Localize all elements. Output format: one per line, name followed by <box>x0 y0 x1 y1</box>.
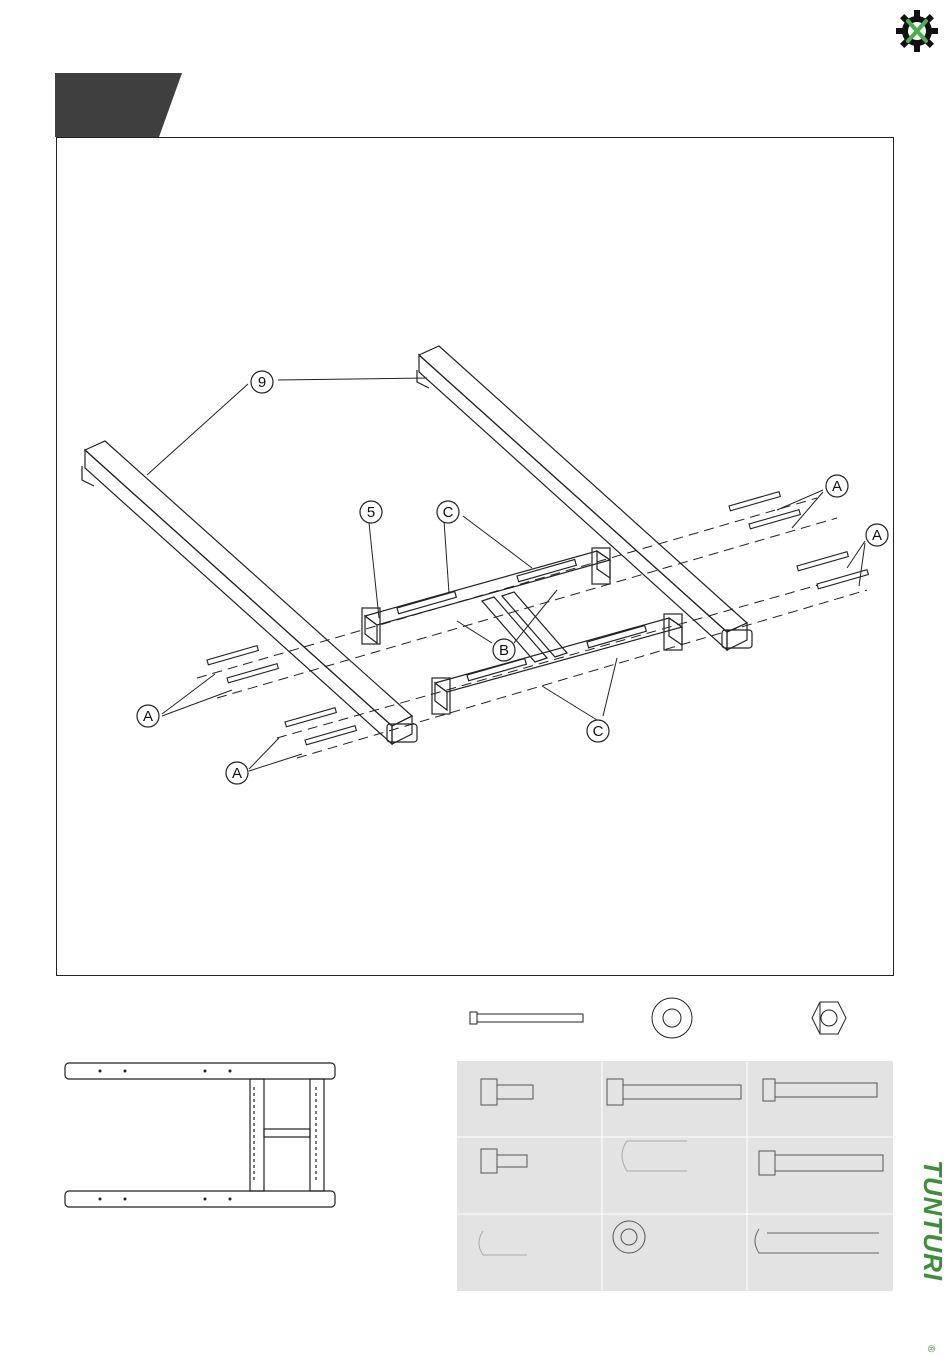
callout-part-5: 5 <box>367 504 375 521</box>
hardware-row <box>460 990 890 1050</box>
gear-wrench-icon <box>894 8 940 54</box>
assembly-drawing: 9 5 C B C A A A A <box>57 138 895 977</box>
assembly-diagram-frame: 9 5 C B C A A A A <box>56 137 894 976</box>
callout-part-9: 9 <box>258 374 266 391</box>
callout-b: B <box>499 642 509 659</box>
callout-a-right-mid: A <box>872 527 882 544</box>
callout-a-right-top: A <box>832 478 842 495</box>
svg-text:®: ® <box>925 1345 936 1353</box>
bolt-icon <box>470 1012 583 1024</box>
top-view-diagram <box>60 1055 345 1215</box>
washer-icon <box>652 998 692 1038</box>
callout-c-top: C <box>443 504 454 521</box>
svg-text:TUNTURI: TUNTURI <box>918 1160 946 1281</box>
step-tab <box>55 73 182 137</box>
tunturi-logo: TUNTURI ® <box>916 1160 946 1355</box>
callout-c-bottom: C <box>593 723 604 740</box>
callout-a-left-top: A <box>143 708 153 725</box>
hardware-grid <box>457 1061 893 1291</box>
callout-a-left-bottom: A <box>232 765 242 782</box>
nut-icon <box>812 1002 846 1034</box>
